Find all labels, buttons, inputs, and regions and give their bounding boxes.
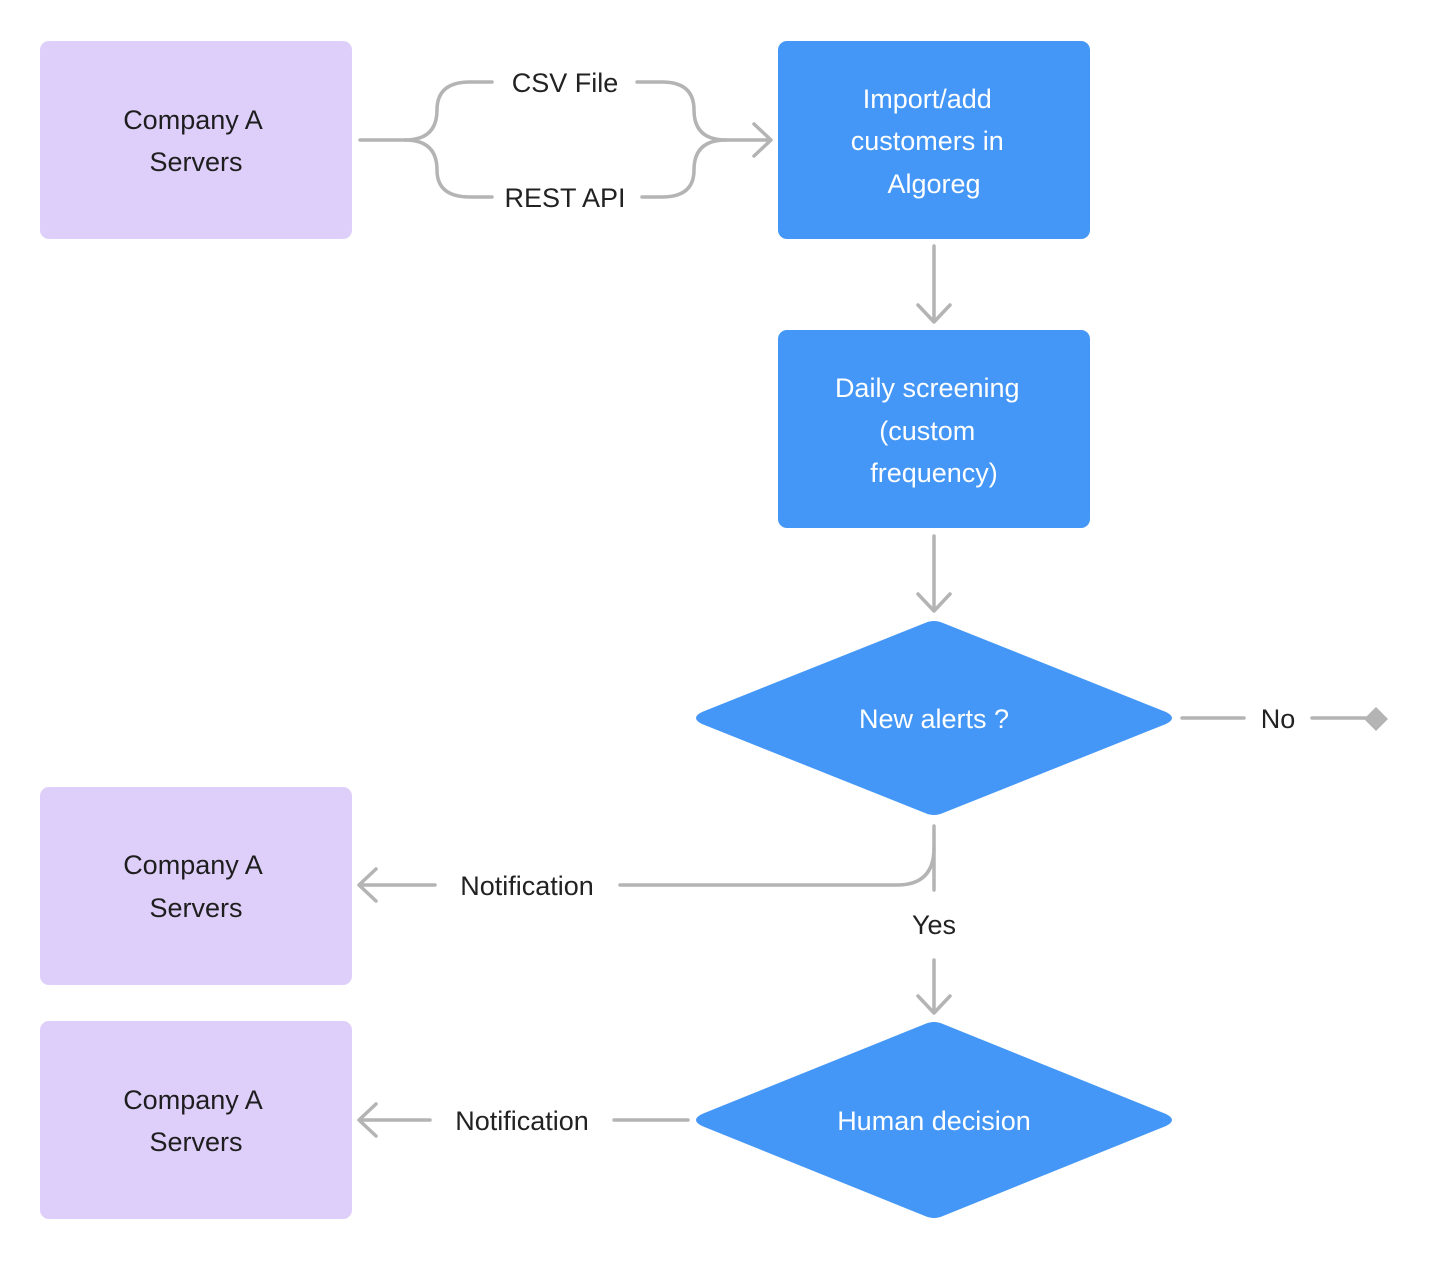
import-customers-line1: Import/add: [863, 84, 992, 114]
company-servers-middle-line2: Servers: [149, 893, 242, 923]
svg-text:Company A Servers: Company A Servers: [123, 1085, 269, 1157]
connector-rest-merge: [640, 138, 728, 199]
company-servers-middle-line1: Company A: [123, 850, 263, 880]
daily-screening-node: Daily screening (custom frequency): [778, 330, 1090, 528]
svg-text:Company A Servers: Company A Servers: [123, 105, 269, 177]
edge-label-yes: Yes: [912, 910, 956, 940]
company-servers-bottom-line2: Servers: [149, 1127, 242, 1157]
human-decision-label: Human decision: [837, 1106, 1031, 1136]
company-servers-top-line1: Company A: [123, 105, 263, 135]
company-servers-top-line2: Servers: [149, 147, 242, 177]
edge-label-notification-bottom: Notification: [455, 1106, 589, 1136]
arrowhead-company-mid: [357, 867, 378, 903]
import-customers-line2: customers in: [851, 126, 1004, 156]
arrowhead-screening: [916, 303, 952, 324]
daily-screening-line3: frequency): [870, 458, 998, 488]
daily-screening-line2: (custom: [879, 416, 975, 446]
new-alerts-diamond: [696, 621, 1172, 815]
edge-label-rest: REST API: [504, 183, 625, 213]
human-decision-diamond: [696, 1022, 1172, 1218]
connectors: [357, 80, 1368, 1138]
connector-split-rest-branch: [403, 138, 494, 199]
import-customers-node: Import/add customers in Algoreg: [778, 41, 1090, 239]
company-servers-middle-box: [40, 787, 352, 985]
svg-text:Daily screening (custom: Daily screening (custom frequency): [835, 373, 1027, 488]
edge-label-csv: CSV File: [512, 68, 619, 98]
connector-split-csv-branch: [403, 80, 494, 142]
company-servers-top-box: [40, 41, 352, 239]
svg-text:Import/add customers in: Import/add customers in Algoreg: [851, 84, 1012, 199]
svg-text:Company A Servers: Company A Servers: [123, 850, 269, 923]
daily-screening-line1: Daily screening: [835, 373, 1020, 403]
arrowhead-import: [752, 122, 773, 158]
connector-alerts-to-notification-mid: [618, 846, 936, 887]
new-alerts-decision: New alerts ?: [696, 621, 1172, 815]
daily-screening-box: [778, 330, 1090, 528]
company-servers-bottom: Company A Servers: [40, 1021, 352, 1219]
edge-label-no: No: [1261, 704, 1296, 734]
connector-csv-merge: [635, 80, 728, 142]
edge-labels: CSV File REST API No Notification Yes No…: [455, 68, 1295, 1136]
import-customers-box: [778, 41, 1090, 239]
arrowhead-alerts: [916, 592, 952, 613]
company-servers-bottom-box: [40, 1021, 352, 1219]
company-servers-bottom-line1: Company A: [123, 1085, 263, 1115]
company-servers-top: Company A Servers: [40, 41, 352, 239]
company-servers-middle: Company A Servers: [40, 787, 352, 985]
new-alerts-label: New alerts ?: [859, 704, 1009, 734]
arrowhead-decision: [916, 994, 952, 1015]
edge-label-notification-mid: Notification: [460, 871, 594, 901]
end-marker-diamond: [1364, 707, 1388, 731]
import-customers-line3: Algoreg: [887, 169, 980, 199]
human-decision-node: Human decision: [696, 1022, 1172, 1218]
arrowhead-company-bottom: [357, 1102, 378, 1138]
